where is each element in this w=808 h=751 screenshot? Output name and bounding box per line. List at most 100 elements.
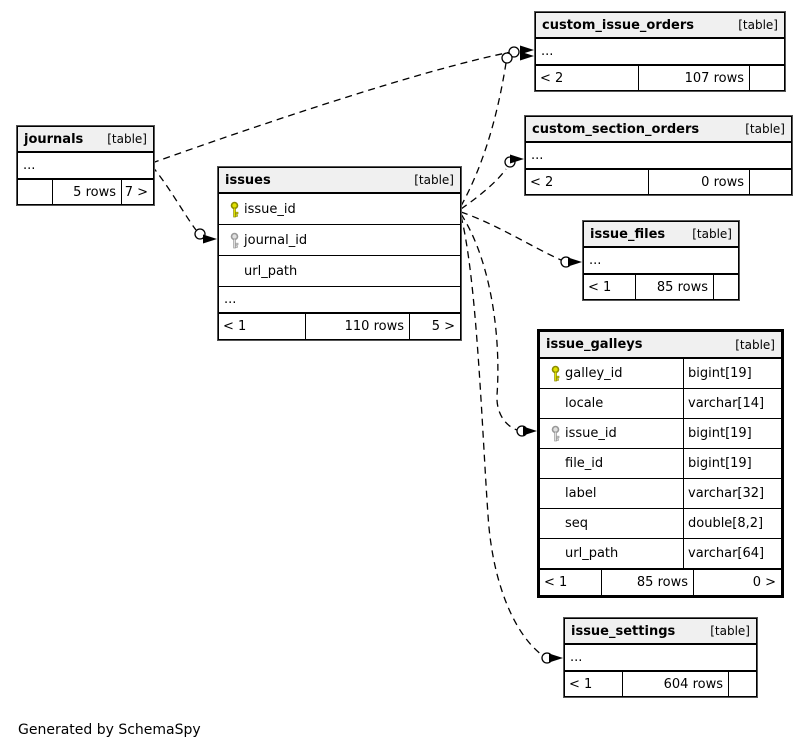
column-name: label bbox=[565, 486, 597, 501]
table-name: issues bbox=[225, 172, 271, 188]
footer-children-count: < 1 bbox=[219, 314, 306, 339]
table-type-tag: [table] bbox=[414, 173, 454, 187]
footer-children-count: < 2 bbox=[526, 170, 649, 194]
column-name-cell: ... bbox=[18, 153, 153, 178]
column-name: galley_id bbox=[565, 366, 623, 381]
arrowhead bbox=[520, 51, 534, 61]
column-name-cell: label bbox=[540, 479, 683, 508]
generated-by-note: Generated by SchemaSpy bbox=[18, 722, 201, 738]
column-type: double[8,2] bbox=[683, 509, 781, 538]
column-name: ... bbox=[541, 44, 554, 59]
table-header[interactable]: issues [table] bbox=[219, 168, 460, 194]
zero-many-circle bbox=[501, 52, 513, 64]
table-name: custom_section_orders bbox=[532, 121, 700, 137]
footer-parents-count bbox=[729, 672, 756, 696]
column-row-journal_id: journal_id bbox=[219, 225, 460, 256]
zero-many-circle bbox=[194, 228, 206, 240]
arrowhead bbox=[568, 257, 582, 267]
column-name: ... bbox=[23, 158, 36, 173]
table-issues[interactable]: issues [table] issue_id journal_id url_path.… bbox=[218, 167, 461, 340]
edge-issues-to-issue_galleys bbox=[460, 213, 537, 437]
column-name: locale bbox=[565, 396, 604, 411]
arrowhead bbox=[523, 426, 537, 436]
column-name: seq bbox=[565, 516, 589, 531]
footer-children-count: < 1 bbox=[540, 570, 602, 595]
column-row-galley_id: galley_id bigint[19] bbox=[540, 359, 781, 389]
table-type-tag: [table] bbox=[745, 122, 785, 136]
foreign-key-icon bbox=[224, 232, 244, 249]
table-type-tag: [table] bbox=[692, 227, 732, 241]
footer-parents-count: 5 > bbox=[431, 319, 455, 334]
column-type: bigint[19] bbox=[683, 419, 781, 448]
column-type: varchar[14] bbox=[683, 389, 781, 418]
arrowhead bbox=[203, 234, 217, 244]
table-name: journals bbox=[24, 131, 84, 147]
footer-row-count: 0 rows bbox=[649, 170, 750, 194]
table-type-tag: [table] bbox=[107, 132, 147, 146]
edge-journals-to-custom_issue_orders bbox=[151, 45, 534, 164]
footer-row-count: 85 rows bbox=[636, 275, 714, 299]
column-name-cell: file_id bbox=[540, 449, 683, 478]
footer-parents-count: 0 > bbox=[752, 575, 776, 590]
table-type-tag: [table] bbox=[710, 624, 750, 638]
column-name: ... bbox=[531, 148, 544, 163]
table-header[interactable]: issue_galleys [table] bbox=[540, 332, 781, 359]
table-name: issue_files bbox=[590, 226, 666, 242]
footer-parents-count bbox=[750, 66, 784, 90]
column-name-cell: url_path bbox=[540, 539, 683, 568]
footer-children-count bbox=[18, 180, 53, 204]
column-row-seq: seq double[8,2] bbox=[540, 509, 781, 539]
column-name: ... bbox=[224, 292, 237, 307]
column-name: issue_id bbox=[244, 201, 296, 217]
edge-issues-to-issue_files bbox=[460, 211, 582, 268]
hidden-columns-row: ... bbox=[219, 287, 460, 313]
table-name: issue_galleys bbox=[546, 337, 643, 352]
table-header[interactable]: custom_section_orders [table] bbox=[526, 117, 791, 143]
column-type: bigint[19] bbox=[683, 359, 781, 388]
arrowhead bbox=[520, 45, 534, 55]
column-name-cell: ... bbox=[526, 143, 791, 168]
table-header[interactable]: issue_settings[table] bbox=[565, 619, 756, 645]
footer-parents-count bbox=[714, 275, 738, 299]
table-header[interactable]: journals [table] bbox=[18, 127, 153, 153]
column-row-issue_id: issue_id bbox=[219, 194, 460, 225]
table-header[interactable]: custom_issue_orders[table] bbox=[536, 13, 784, 39]
column-name-cell: ... bbox=[565, 645, 756, 670]
table-issue_galleys[interactable]: issue_galleys [table] galley_id bigint[19] l… bbox=[538, 330, 783, 597]
column-name: ... bbox=[570, 650, 583, 665]
column-name-cell: issue_id bbox=[540, 419, 683, 448]
hidden-columns-row: ... bbox=[584, 248, 738, 274]
column-name-cell: ... bbox=[536, 39, 784, 64]
table-header[interactable]: issue_files [table] bbox=[584, 222, 738, 248]
footer-row-count: 604 rows bbox=[623, 672, 729, 696]
footer-children-count: < 1 bbox=[584, 275, 636, 299]
foreign-key-icon bbox=[545, 425, 565, 442]
column-type: varchar[32] bbox=[683, 479, 781, 508]
column-name: url_path bbox=[244, 263, 298, 279]
edge-issues-to-custom_section_orders bbox=[460, 154, 524, 210]
column-name-cell: galley_id bbox=[540, 359, 683, 388]
column-name-cell: ... bbox=[584, 248, 738, 273]
footer-children-count: < 1 bbox=[565, 672, 623, 696]
column-name: url_path bbox=[565, 546, 619, 561]
hidden-columns-row: ... bbox=[18, 153, 153, 179]
edge-issues-to-custom_issue_orders bbox=[460, 51, 534, 207]
table-type-tag: [table] bbox=[735, 337, 775, 352]
column-name: ... bbox=[589, 253, 602, 268]
table-type-tag: [table] bbox=[738, 18, 778, 32]
column-name-cell: ... bbox=[219, 287, 460, 312]
